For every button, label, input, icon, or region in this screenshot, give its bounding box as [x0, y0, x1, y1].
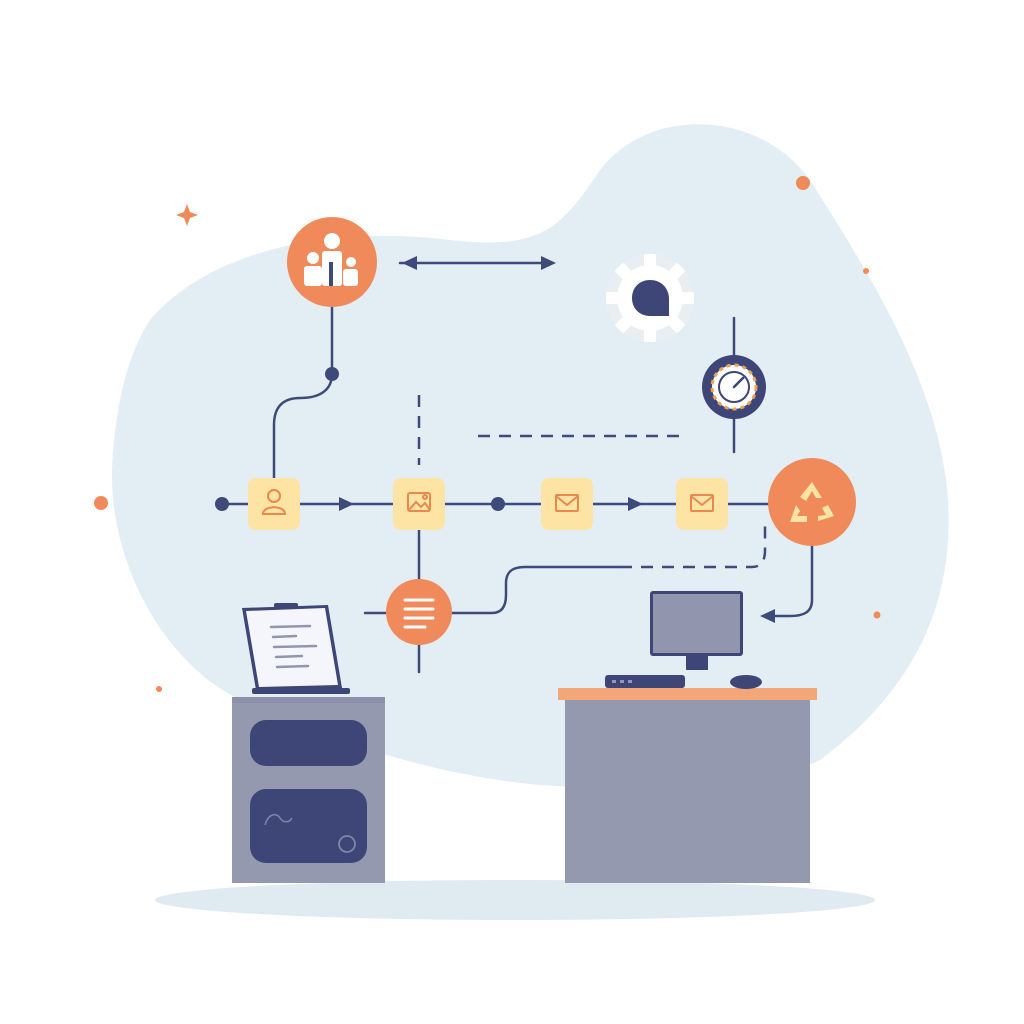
cabinet-drawer [250, 789, 367, 863]
arrowhead [541, 256, 556, 270]
people-node [287, 217, 377, 307]
ground-shadow [155, 880, 875, 920]
mail-icon [690, 494, 714, 512]
mail-step-2 [676, 478, 728, 530]
gear-node [606, 254, 694, 342]
user-icon [261, 489, 287, 515]
accent-dot [94, 496, 108, 510]
recycle-icon [790, 482, 834, 522]
document-node [386, 579, 452, 645]
arrowhead [402, 256, 417, 270]
gauge-icon [732, 376, 745, 389]
dashed-lines [417, 395, 767, 569]
arrowhead [628, 497, 643, 511]
gauge-node [702, 355, 766, 419]
keyboard [605, 675, 685, 688]
junction-dot [325, 367, 339, 381]
connector-markers [215, 256, 775, 623]
image-icon [407, 492, 431, 512]
laptop [242, 603, 350, 694]
keyboard-keys [612, 680, 632, 683]
document-icon [403, 598, 435, 629]
arrowhead [339, 497, 354, 511]
filing-cabinet [232, 697, 385, 883]
junction-dot [491, 497, 505, 511]
recycle-node [768, 458, 856, 546]
accent-dot [863, 268, 869, 274]
people-icon [304, 233, 358, 286]
user-step [248, 478, 300, 530]
arrowhead [760, 609, 775, 623]
monitor [650, 591, 743, 670]
image-step [393, 478, 445, 530]
desk [558, 688, 817, 883]
flow-start-dot [215, 497, 229, 511]
background-blob [111, 124, 949, 790]
gear-icon [632, 280, 669, 316]
cabinet-doodle [264, 813, 293, 826]
accent-dot [873, 611, 881, 619]
mouse [730, 675, 762, 689]
cabinet-drawer [250, 720, 367, 766]
accent-dot [796, 176, 810, 190]
accent-dot [156, 686, 162, 692]
cabinet-lock [338, 835, 356, 853]
mail-step-1 [541, 478, 593, 530]
mail-icon [555, 494, 579, 512]
sparkle-icon [176, 204, 198, 226]
